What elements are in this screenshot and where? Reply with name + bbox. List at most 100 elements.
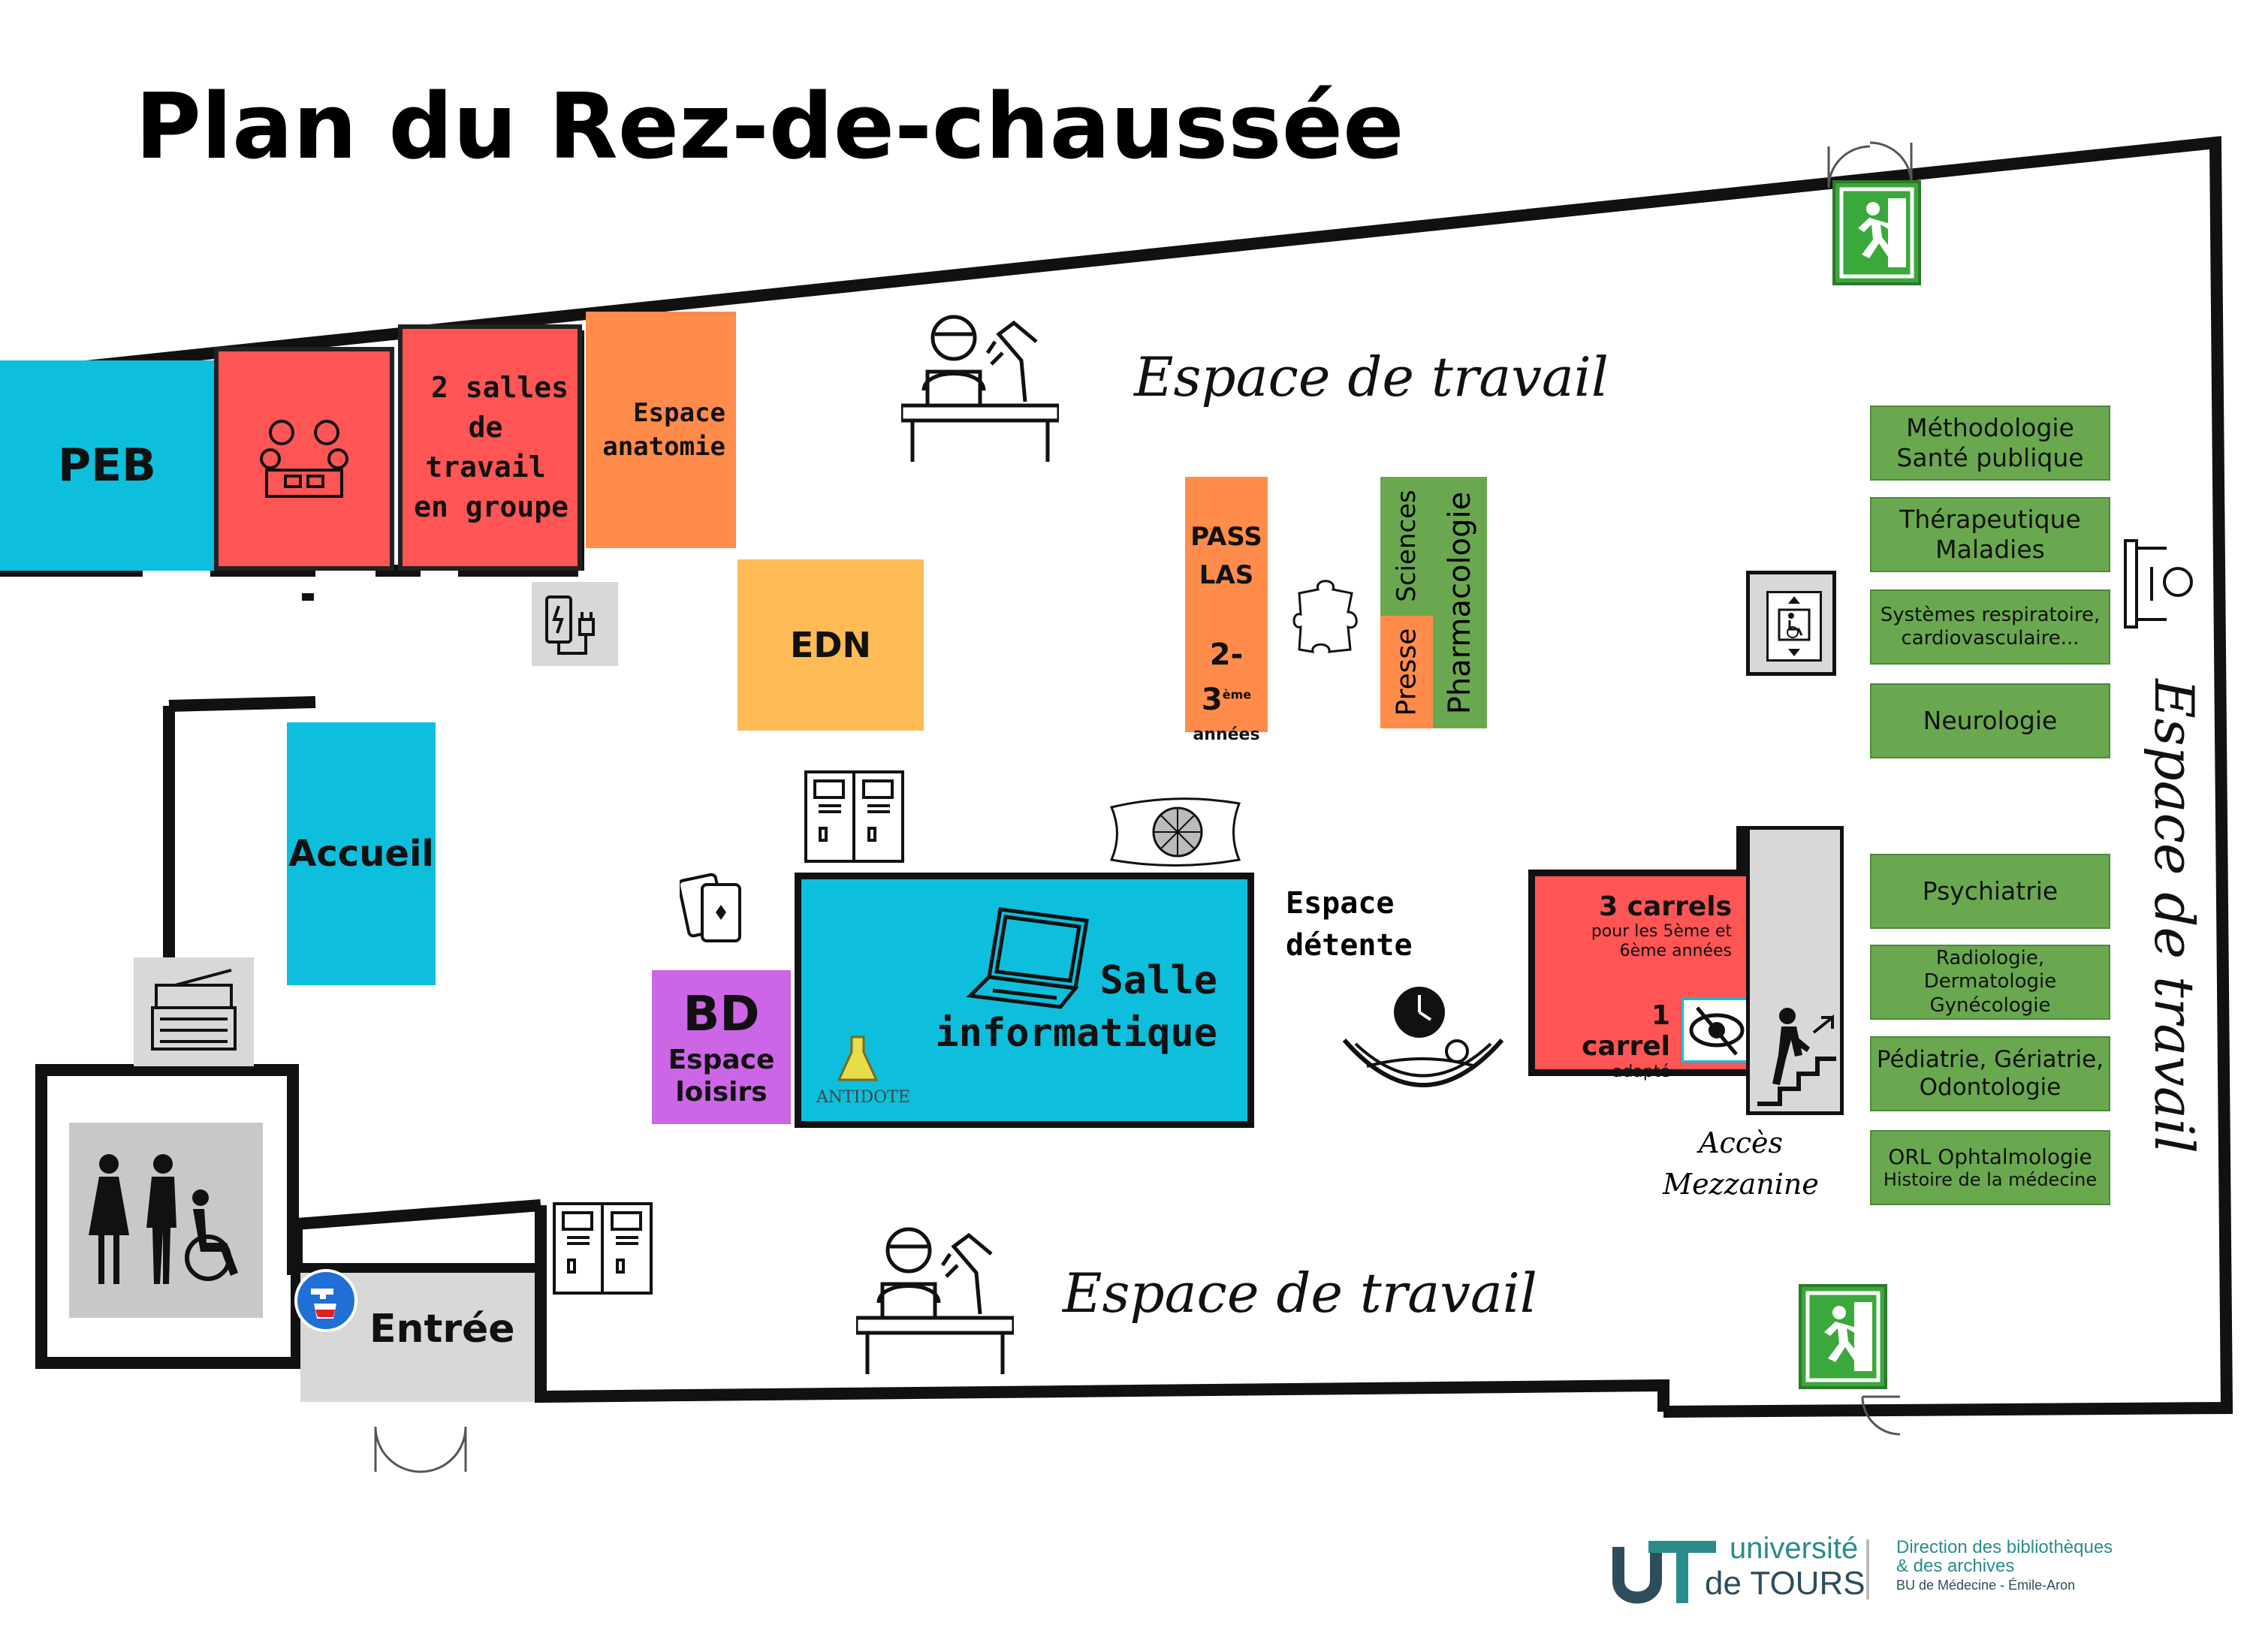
anatomie-line-1: Espace <box>633 398 725 429</box>
charging-station <box>532 582 618 666</box>
shelf-psychiatrie-line-1: Psychiatrie <box>1922 876 2058 906</box>
group-meeting-icon <box>260 420 348 498</box>
room-carrels: 3 carrels pour les 5ème et 6ème années 1… <box>1528 870 1754 1081</box>
ut-logo-mark <box>1612 1541 1716 1604</box>
shelf-pediatrie-line-2: Odontologie <box>1919 1074 2061 1101</box>
detente-line-1: Espace <box>1286 886 1395 921</box>
shelf-systemes: Systèmes respiratoire, cardiovasculaire.… <box>1870 589 2110 665</box>
shelf-sciences <box>1380 477 1433 616</box>
shelf-neurologie-line-1: Neurologie <box>1923 706 2058 736</box>
playing-cards-icon <box>680 873 741 942</box>
desk-worker-icon-bottom <box>856 1227 1014 1374</box>
zone-travail-right: Espace de travail <box>2143 679 2206 1153</box>
logo-line-2: de TOURS <box>1705 1565 1865 1602</box>
shelf-methodologie-line-2: Santé publique <box>1896 443 2084 472</box>
elevator-icon <box>1766 591 1822 662</box>
antidote-flask-icon <box>837 1036 879 1081</box>
logo-dept-2: & des archives <box>1896 1556 2015 1577</box>
bd-sub-1: Espace <box>668 1044 775 1075</box>
shelf-orl: ORL Ophtalmologie Histoire de la médecin… <box>1870 1130 2110 1205</box>
room-group-work: 2 salles de travail en groupe <box>398 324 582 571</box>
stairs-person-icon <box>1757 1008 1836 1106</box>
elevator <box>1746 571 1836 676</box>
shelf-pharmacologie <box>1433 477 1487 728</box>
shelf-pediatrie-line-1: Pédiatrie, Gériatrie, <box>1876 1045 2104 1073</box>
emergency-exit-top <box>1832 180 1921 285</box>
shelf-orl-line-2: Histoire de la médecine <box>1883 1169 2098 1191</box>
room-bd: BD Espace loisirs <box>652 970 791 1124</box>
pharmacologie-label: Pharmacologie <box>1443 491 1477 715</box>
shelf-radiologie-line-2: Gynécologie <box>1929 993 2051 1017</box>
photocopier <box>134 957 254 1066</box>
carrels-title: 3 carrels <box>1599 891 1732 922</box>
room-group-work-icon <box>214 347 394 571</box>
shelf-orl-line-1: ORL Ophtalmologie <box>1888 1144 2092 1169</box>
hammock-icon <box>1342 987 1504 1087</box>
shelf-therapeutique-line-2: Maladies <box>1935 535 2045 564</box>
pass-label: PASS <box>1190 522 1262 552</box>
sciences-label: Sciences <box>1392 490 1422 602</box>
lockers-icon-bottom <box>553 1202 653 1295</box>
room-salle-informatique: Salle informatique ANTIDOTE <box>795 873 1254 1128</box>
salle-line-2: informatique <box>935 1011 1217 1057</box>
logo-dept-3: BU de Médecine - Émile-Aron <box>1896 1578 2076 1593</box>
shelf-sciences-presse: Sciences Presse Pharmacologie <box>1380 477 1487 728</box>
restroom-icon <box>89 1154 238 1284</box>
pass-years-suffix: années <box>1193 725 1260 744</box>
desk-worker-icon-right <box>2124 539 2193 629</box>
shelf-pediatrie: Pédiatrie, Gériatrie, Odontologie <box>1870 1036 2110 1111</box>
room-anatomie: Espace anatomie <box>586 312 736 548</box>
room-edn: EDN <box>737 559 924 731</box>
charging-icon <box>545 595 595 655</box>
cushion-icon <box>1109 797 1241 867</box>
bd-sub-2: loisirs <box>675 1076 768 1108</box>
laptop-icon <box>967 907 1089 1009</box>
emergency-exit-bottom <box>1799 1284 1887 1389</box>
group-line-3: en groupe <box>414 490 569 524</box>
presse-label: Presse <box>1391 628 1422 716</box>
logo-divider <box>1866 1539 1869 1599</box>
room-accueil: Accueil <box>287 722 436 985</box>
shelf-radiologie: Radiologie, Dermatologie Gynécologie <box>1870 945 2110 1020</box>
shelf-pass-las: PASS LAS 2-3ème années <box>1185 477 1268 744</box>
carrels-sub-1: pour les 5ème et <box>1591 922 1732 942</box>
shelf-systemes-line-1: Systèmes respiratoire, <box>1880 603 2101 626</box>
logo-line-1: université <box>1730 1532 1859 1565</box>
shelf-radiologie-line-1: Radiologie, Dermatologie <box>1923 947 2057 993</box>
shelf-therapeutique-line-1: Thérapeutique <box>1899 505 2081 535</box>
visual-impairment-icon <box>1681 998 1752 1063</box>
logo-dept-1: Direction des bibliothèques <box>1896 1537 2113 1557</box>
room-peb: PEB <box>0 360 214 571</box>
salle-line-1: Salle <box>1099 958 1217 1003</box>
entree-label: Entrée <box>369 1307 515 1352</box>
shelf-therapeutique: Thérapeutique Maladies <box>1870 497 2110 572</box>
pass-years: 2-3ème <box>1201 638 1252 717</box>
anatomie-line-2: anatomie <box>602 431 725 462</box>
puzzle-icon <box>1292 580 1358 653</box>
shelf-systemes-line-2: cardiovasculaire... <box>1901 627 2080 650</box>
desk-worker-icon-top <box>901 315 1059 462</box>
antidote-label: ANTIDOTE <box>816 1088 910 1107</box>
las-label: LAS <box>1199 560 1254 590</box>
exit-running-icon-top <box>1839 187 1914 279</box>
zone-detente: Espace détente <box>1286 882 1413 966</box>
detente-line-2: détente <box>1286 928 1413 963</box>
edn-label: EDN <box>789 625 872 665</box>
exit-running-icon-bottom <box>1805 1291 1881 1382</box>
restrooms <box>69 1123 263 1318</box>
shelf-psychiatrie: Psychiatrie <box>1870 854 2110 929</box>
stairs-mezzanine <box>1746 826 1844 1115</box>
carrel-adapte-title: 1 carrel <box>1582 1000 1670 1063</box>
carrels-sub-2: 6ème années <box>1619 941 1732 960</box>
shelf-methodologie: Méthodologie Santé publique <box>1870 405 2110 481</box>
photocopier-icon <box>151 969 237 1051</box>
mezzanine-line-2: Mezzanine <box>1663 1168 1819 1201</box>
shelf-methodologie-line-1: Méthodologie <box>1906 413 2074 443</box>
page-title: Plan du Rez-de-chaussée <box>135 75 1404 179</box>
group-line-2: de travail <box>425 410 546 484</box>
zone-mezzanine: Accès Mezzanine <box>1658 1123 1823 1205</box>
water-fountain-icon <box>294 1269 357 1332</box>
zone-travail-bottom: Espace de travail <box>1063 1262 1537 1325</box>
lockers-icon-top <box>804 770 904 863</box>
carrel-adapte-sub: adapté <box>1612 1062 1670 1081</box>
